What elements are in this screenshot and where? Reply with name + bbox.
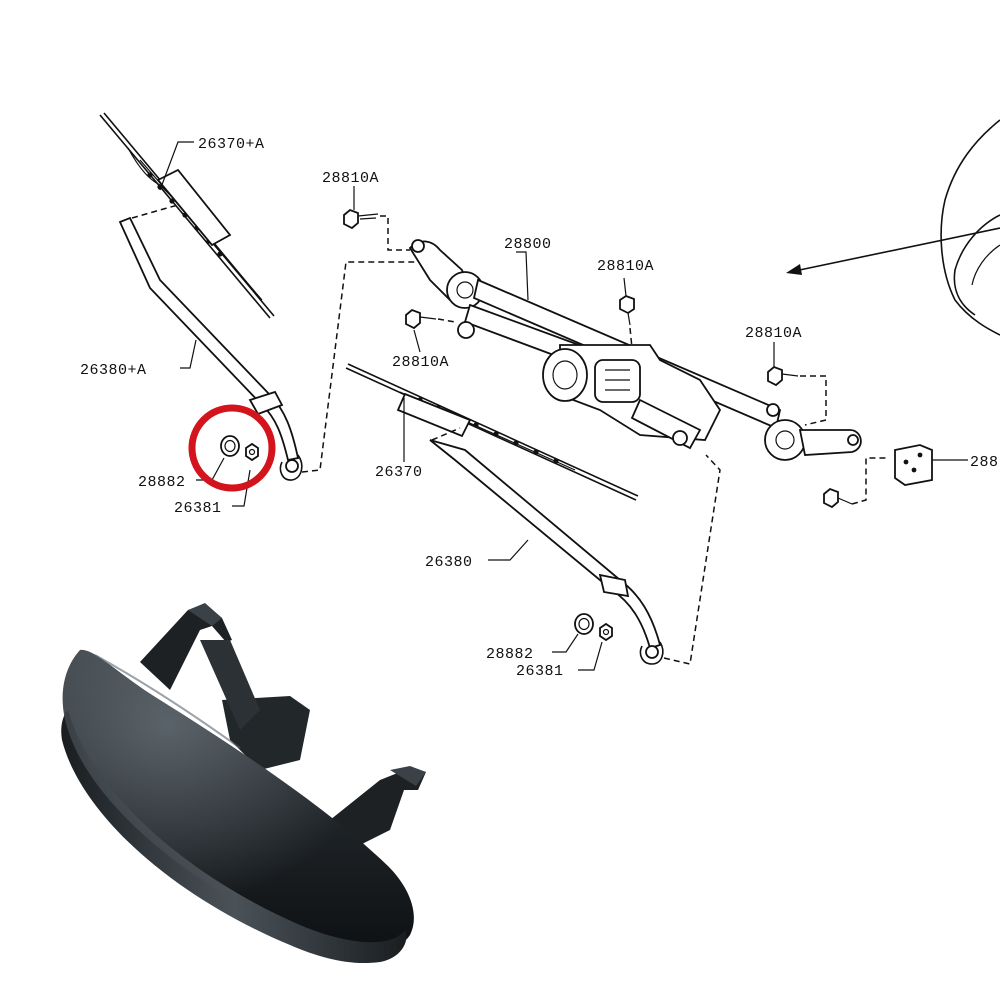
- label-arm-right: 26380: [425, 554, 473, 571]
- bracket: [894, 444, 968, 486]
- car-body-outline: [786, 119, 1000, 336]
- right-wiper-arm: [429, 439, 664, 665]
- right-leaders: [353, 186, 775, 671]
- label-bracket: 288: [970, 454, 999, 471]
- label-blade-left: 26370+A: [198, 136, 265, 153]
- right-dashed-path: [663, 454, 721, 665]
- label-blade-right: 26370: [375, 464, 423, 481]
- left-dashed-paths: [301, 261, 418, 473]
- label-cap-left: 28882: [138, 474, 186, 491]
- right-cap-and-nut: [574, 613, 613, 642]
- left-cap-and-nut: [220, 435, 259, 462]
- label-bolt-top: 28810A: [322, 170, 379, 187]
- bolt-center: [619, 294, 635, 349]
- label-linkage: 28800: [504, 236, 552, 253]
- left-wiper-blade: [99, 112, 275, 319]
- left-wiper-arm: [118, 216, 303, 481]
- label-nut-right: 26381: [516, 663, 564, 680]
- label-bolt-center: 28810A: [597, 258, 654, 275]
- label-cap-right: 28882: [486, 646, 534, 663]
- right-wiper-blade: [345, 363, 639, 501]
- wiper-cap-photo: [61, 603, 426, 964]
- bolt-left-mid: [405, 308, 456, 330]
- label-nut-left: 26381: [174, 500, 222, 517]
- bolt-top: [343, 208, 410, 251]
- label-bolt-left-mid: 28810A: [392, 354, 449, 371]
- label-arm-left: 26380+A: [80, 362, 147, 379]
- highlight-circle: [188, 404, 276, 492]
- bolt-right: [767, 365, 827, 426]
- wiper-linkage: [408, 239, 862, 461]
- label-bolt-right: 28810A: [745, 325, 802, 342]
- bolt-lower-right: [823, 457, 888, 509]
